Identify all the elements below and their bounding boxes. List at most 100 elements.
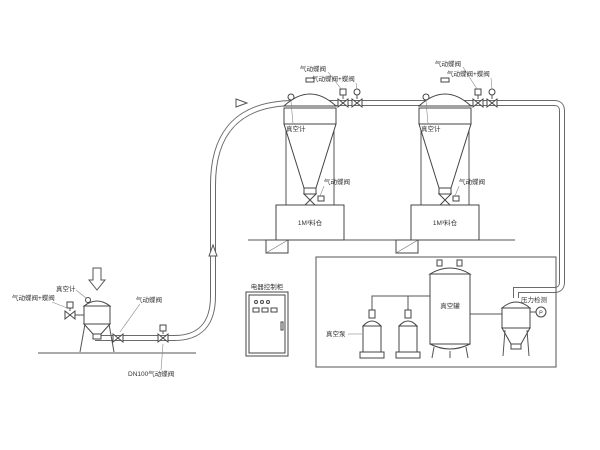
receiver2-outlet-stub (438, 187, 452, 195)
platform (248, 239, 515, 254)
pump1-cap (368, 309, 376, 319)
receiver1-inlet-valve2-icon (351, 97, 363, 109)
machine-room: 真空泵 真空罐 P 压力检测 (315, 256, 557, 368)
support-column-hatch (395, 239, 419, 254)
station-body (83, 305, 111, 325)
support-column-hatch (265, 239, 289, 254)
inline-filter (500, 301, 532, 357)
cabinet-label: 电器控制柜 (251, 282, 284, 291)
receiver1-discharge-valve (302, 193, 318, 207)
receiver1-outlet-stub (303, 187, 317, 195)
receiver1-top-nozzle (305, 77, 315, 83)
station-gauge-label: 真空计 (56, 284, 76, 293)
dn100-valve-icon (157, 332, 169, 344)
receiver1-bin (275, 204, 345, 241)
receiver2-gauge-label: 真空计 (421, 124, 441, 133)
filter-body (501, 307, 531, 329)
tank-leg (431, 346, 435, 359)
receiver1-bin-label: 1M³料仓 (298, 218, 323, 227)
receiver1-discharge-actuator (317, 195, 325, 202)
station-outlet-valve-leader (119, 303, 141, 333)
feed-arrow-down-icon (87, 267, 107, 291)
station-vacuum-gauge-icon (85, 297, 91, 303)
cabinet-indicator-light (266, 300, 270, 304)
tank-nozzle (456, 259, 463, 267)
station-inlet-valve-label: 气动蝶阀+蝶阀 (12, 293, 55, 302)
filter-leg (526, 329, 530, 357)
receiver2-top-nozzle (440, 77, 450, 83)
receiver2-valve-label: 气动蝶阀 (435, 59, 461, 68)
receiver2-valve2-leader (490, 77, 493, 90)
station-outlet-valve-label: 气动蝶阀 (136, 295, 162, 304)
receiver2-discharge-leader (454, 185, 460, 197)
dn100-valve-label: DN100气动蝶阀 (128, 369, 174, 378)
receiver1-dome (282, 93, 338, 107)
cabinet-indicator-light (254, 300, 258, 304)
receiver1-gauge-label: 真空计 (286, 124, 306, 133)
receiver2-discharge-label: 气动蝶阀 (459, 177, 485, 186)
cabinet-button (252, 307, 260, 313)
main-pipe (95, 100, 565, 341)
receiver2-bin (410, 204, 480, 241)
tank-nozzle (436, 259, 443, 267)
receiver2-valve2-label: 气动蝶阀+蝶阀 (447, 69, 490, 78)
tank-bottom-head (429, 343, 471, 350)
pressure-gauge-icon (535, 306, 547, 318)
vacuum-pump-label: 真空泵 (326, 329, 346, 338)
station-gauge-leader (75, 289, 87, 299)
station-inlet-valve-leader (51, 301, 68, 309)
receiver2-vacuum-gauge-icon (422, 93, 430, 101)
filter-outlet-stub (510, 343, 522, 350)
filter-leg (502, 329, 506, 357)
station-cone (82, 323, 112, 335)
machine-room-box (315, 256, 557, 368)
vacuum-receiver-1: 1M³料仓 气动蝶阀 气动蝶阀+蝶阀 真空计 气动蝶阀 (275, 64, 363, 241)
cabinet-indicator-light (260, 300, 264, 304)
vacuum-pump-2 (395, 309, 421, 359)
control-cabinet: 电器控制柜 (245, 282, 289, 357)
pump2-cap (404, 309, 412, 319)
cabinet-button (261, 307, 269, 313)
receiver2-gauge-leader (425, 100, 429, 125)
receiver2-discharge-valve (437, 193, 453, 207)
receiver1-inlet-valve2-actuator (353, 88, 361, 96)
receiver2-discharge-actuator (452, 195, 460, 202)
pump1-base (359, 351, 385, 359)
station-inlet-valve-actuator (66, 301, 74, 309)
receiver1-valve-leader (327, 71, 343, 91)
station-inlet-valve-icon (64, 309, 76, 321)
receiver1-inlet-valve-actuator (339, 88, 347, 96)
receiver2-inlet-valve-actuator (474, 88, 482, 96)
feed-station: 气动蝶阀+蝶阀 真空计 气动蝶阀 DN100气动蝶阀 (12, 284, 196, 378)
vacuum-pump-1 (359, 309, 385, 359)
receiver2-inlet-valve2-icon (486, 97, 498, 109)
flow-arrows (87, 98, 249, 291)
pressure-gauge-letter: P (539, 311, 543, 317)
cabinet-button (270, 307, 278, 313)
receiver2-bin-label: 1M³料仓 (433, 218, 458, 227)
station-outlet-stub (92, 333, 102, 340)
cabinet-inner (248, 294, 286, 354)
receiver1-vacuum-gauge-icon (287, 93, 295, 101)
tank-top-head (428, 267, 472, 275)
dn100-valve-actuator (159, 324, 167, 332)
receiver1-valve-label: 气动蝶阀 (300, 64, 326, 73)
vacuum-receiver-2: 1M³料仓 气动蝶阀 气动蝶阀+蝶阀 真空计 气动蝶阀 (410, 59, 498, 241)
station-leg-left (79, 323, 86, 353)
support-column (395, 239, 419, 254)
tank-leg (465, 346, 469, 359)
receiver1-valve2-label: 气动蝶阀+蝶阀 (312, 74, 355, 83)
receiver1-discharge-leader (319, 185, 325, 197)
pump1-dome (361, 320, 383, 327)
pressure-detection: P 压力检测 (521, 295, 548, 318)
pump1-body (362, 325, 382, 353)
flow-arrow-right-icon (235, 98, 249, 108)
filter-cone (501, 327, 531, 345)
vacuum-tank: 真空罐 (428, 259, 472, 359)
pressure-detection-label: 压力检测 (521, 295, 548, 304)
station-outlet-valve-icon (112, 332, 124, 344)
receiver2-dome (417, 93, 473, 107)
flow-arrow-up-icon (208, 243, 218, 257)
